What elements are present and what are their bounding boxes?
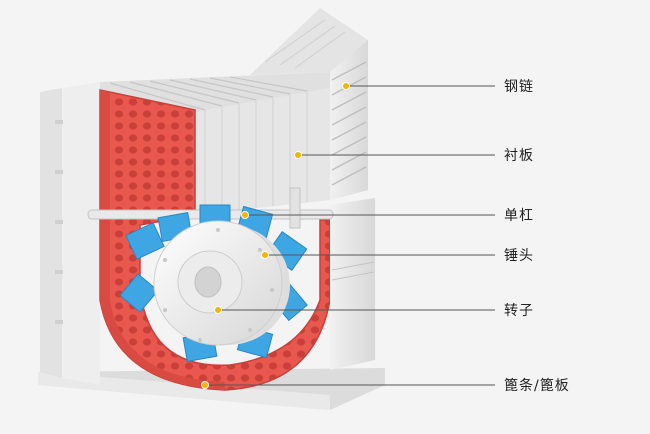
marker-dot-grate bbox=[201, 381, 209, 389]
label-liner: 衬板 bbox=[504, 148, 534, 164]
marker-dot-hammer bbox=[261, 251, 269, 259]
leader-lines bbox=[205, 85, 495, 386]
left-frame bbox=[40, 82, 100, 385]
label-single-bar: 单杠 bbox=[504, 208, 534, 224]
marker-dots bbox=[201, 82, 350, 389]
label-grate: 篦条/篦板 bbox=[504, 378, 570, 394]
rotor bbox=[153, 220, 290, 346]
label-rotor: 转子 bbox=[504, 303, 534, 319]
right-lower-housing bbox=[330, 198, 375, 370]
label-hammer: 锤头 bbox=[504, 248, 534, 264]
marker-dot-liner bbox=[294, 151, 302, 159]
grate-plate bbox=[99, 89, 331, 391]
back-wall bbox=[195, 86, 330, 215]
chain-hood bbox=[250, 8, 368, 200]
marker-dot-chain bbox=[342, 82, 350, 90]
label-chain: 钢链 bbox=[504, 79, 534, 95]
marker-dot-rotor bbox=[214, 306, 222, 314]
marker-dot-single-bar bbox=[241, 211, 249, 219]
